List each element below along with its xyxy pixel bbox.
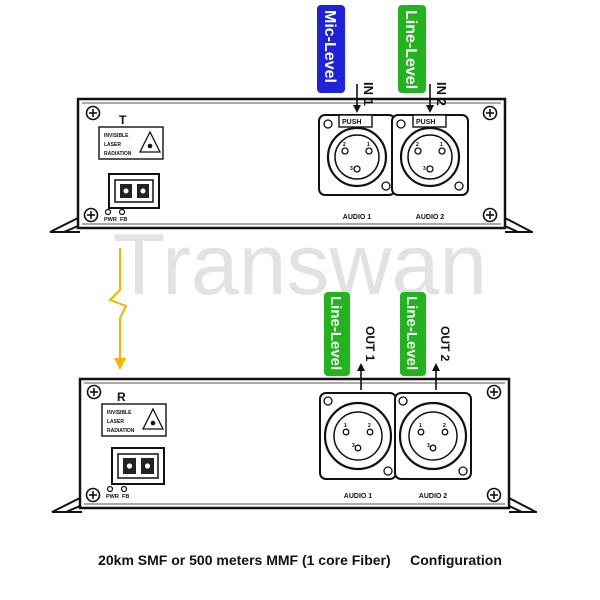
rx-flange-left [51, 496, 81, 513]
screw-icon [482, 105, 498, 121]
tx-warning-line-2: LASER [104, 142, 121, 148]
tx-audio1-push-label: PUSH [342, 119, 361, 126]
svg-text:3: 3 [423, 166, 426, 172]
screw-icon [486, 487, 502, 503]
rx-line-level-tag-1 [324, 292, 350, 376]
rx-audio2-xlr-male: 1 2 3 [394, 392, 472, 480]
watermark-text: Transwan [113, 217, 487, 313]
tx-audio2-label: AUDIO 2 [416, 214, 445, 221]
rx-fiber-port [111, 447, 165, 485]
svg-text:2: 2 [343, 142, 346, 148]
rx-laser-warning-label [101, 403, 167, 437]
tx-line-level-text: Line-Level [402, 10, 419, 89]
tx-audio1-label: AUDIO 1 [343, 214, 372, 221]
screw-icon [85, 105, 101, 121]
tx-audio2-xlr-female: 2 1 3 [391, 114, 469, 196]
tx-flange-left [49, 216, 79, 233]
rx-audio1-label: AUDIO 1 [344, 493, 373, 500]
rx-warning-line-1: INVISIBLE [107, 410, 132, 416]
configuration-caption: 20km SMF or 500 meters MMF (1 core Fiber… [0, 552, 600, 568]
screw-icon [85, 487, 101, 503]
tx-audio2-push-label: PUSH [416, 119, 435, 126]
caption-configuration: Configuration [410, 552, 502, 568]
rx-out1-arrow-icon [357, 363, 365, 371]
svg-text:1: 1 [419, 423, 422, 429]
tx-in2-label: IN 2 [434, 82, 449, 106]
screw-icon [486, 384, 502, 400]
fiber-link-arrow-icon [114, 358, 126, 370]
svg-text:1: 1 [344, 423, 347, 429]
rx-fb-led [120, 485, 128, 493]
svg-text:1: 1 [440, 142, 443, 148]
caption-fiber-spec: 20km SMF or 500 meters MMF (1 core Fiber… [98, 552, 391, 568]
screw-icon [86, 384, 102, 400]
fiber-link [108, 248, 128, 370]
tx-fb-label: FB [120, 217, 127, 223]
svg-text:2: 2 [368, 423, 371, 429]
tx-side-letter: T [119, 113, 127, 127]
laser-hazard-icon [138, 130, 162, 153]
svg-text:3: 3 [427, 443, 430, 449]
rx-fb-label: FB [122, 494, 129, 500]
rx-warning-line-3: RADIATION [107, 428, 135, 434]
tx-warning-line-1: INVISIBLE [104, 133, 129, 139]
tx-line-level-tag [398, 5, 426, 93]
receiver-unit: R INVISIBLE LASER RADIATION PWR FB [51, 292, 537, 513]
rx-pwr-led [106, 485, 114, 493]
svg-text:1: 1 [367, 142, 370, 148]
tx-audio1-xlr-female: 2 1 3 [318, 114, 396, 196]
transmitter-unit: T INVISIBLE LASER RADIATION PWR FB [49, 5, 533, 233]
rx-line-level-text-2: Line-Level [403, 296, 420, 370]
svg-text:3: 3 [350, 166, 353, 172]
tx-pwr-led [104, 208, 112, 216]
tx-in1-label: IN 1 [361, 82, 376, 106]
svg-text:3: 3 [352, 443, 355, 449]
rx-pwr-label: PWR [106, 494, 119, 500]
tx-mic-level-tag [317, 5, 345, 93]
tx-in1-arrow-icon [353, 105, 361, 113]
rx-warning-line-2: LASER [107, 419, 124, 425]
screw-icon [482, 207, 498, 223]
rx-audio2-label: AUDIO 2 [419, 493, 448, 500]
tx-fb-led [118, 208, 126, 216]
laser-hazard-icon [141, 407, 165, 430]
rx-line-level-tag-2 [400, 292, 426, 376]
rx-out2-arrow-icon [432, 363, 440, 371]
svg-text:2: 2 [416, 142, 419, 148]
rx-side-letter: R [117, 390, 126, 404]
rx-audio1-xlr-male: 1 2 3 [319, 392, 397, 480]
rx-line-level-text-1: Line-Level [327, 296, 344, 370]
tx-warning-line-3: RADIATION [104, 151, 132, 157]
rx-out1-label: OUT 1 [363, 326, 377, 362]
tx-flange-right [504, 216, 533, 233]
tx-fiber-port [108, 173, 160, 209]
svg-text:2: 2 [443, 423, 446, 429]
rx-out2-label: OUT 2 [438, 326, 452, 362]
tx-mic-level-text: Mic-Level [321, 10, 338, 83]
rx-flange-right [508, 496, 537, 513]
tx-in2-arrow-icon [426, 105, 434, 113]
screw-icon [83, 207, 99, 223]
tx-pwr-label: PWR [104, 217, 117, 223]
